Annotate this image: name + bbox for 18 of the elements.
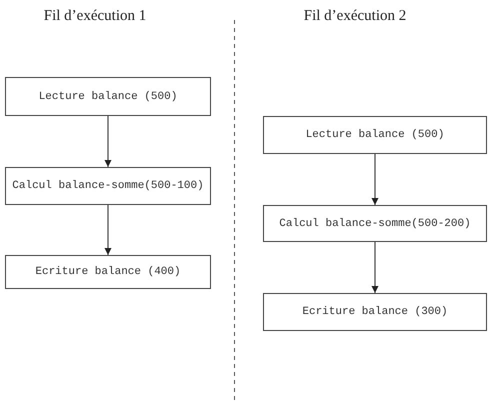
arrow: [372, 242, 378, 294]
process-box: [263, 293, 487, 331]
process-box: [5, 167, 211, 205]
arrow: [104, 204, 112, 256]
column-heading: Fil d’exécution 2: [304, 8, 406, 25]
process-box: [263, 205, 487, 242]
step-text: Ecriture balance (300): [302, 306, 448, 318]
process-box: [263, 116, 487, 154]
step-text: Calcul balance-somme(500-200): [279, 218, 471, 230]
process-box: [5, 77, 211, 116]
step-text: Lecture balance (500): [306, 129, 444, 141]
step-text: Calcul balance-somme(500-100): [12, 180, 204, 192]
arrow: [372, 154, 378, 206]
arrow: [104, 116, 112, 168]
step-text: Lecture balance (500): [38, 90, 178, 102]
process-box: [5, 255, 211, 289]
step-text: Ecriture balance (400): [35, 266, 181, 278]
column-heading: Fil d’exécution 1: [44, 8, 146, 25]
